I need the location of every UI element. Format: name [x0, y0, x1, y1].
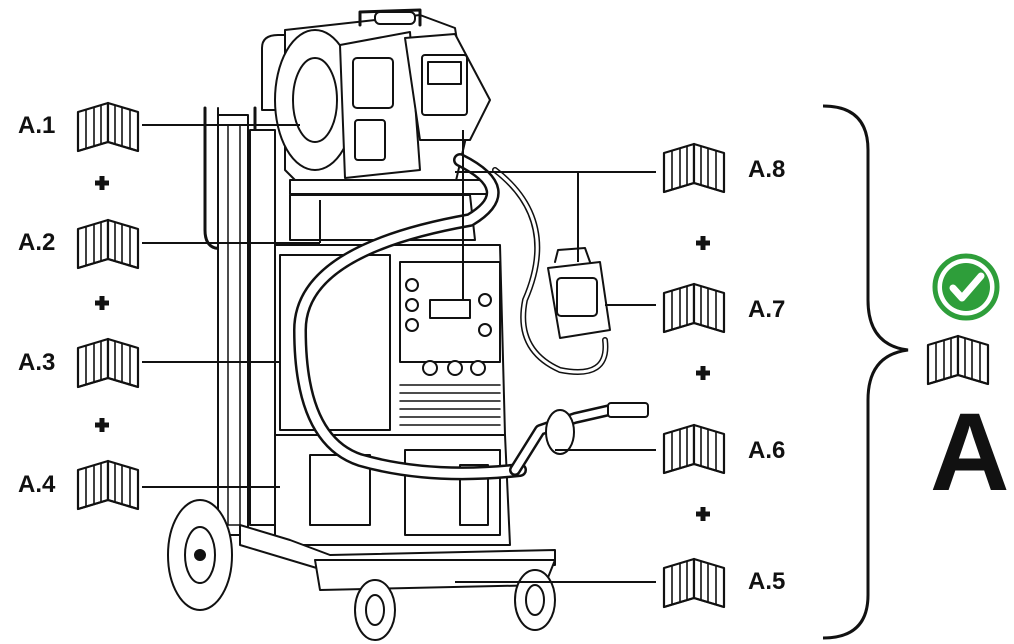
plus-icon [95, 176, 109, 190]
curly-brace [822, 104, 909, 640]
manual-book-icon [662, 557, 726, 609]
label-a1: A.1 [18, 112, 56, 139]
manual-book-icon [662, 142, 726, 194]
label-a2: A.2 [18, 229, 56, 256]
plus-icon [95, 296, 109, 310]
label-a5: A.5 [748, 568, 786, 595]
label-a6: A.6 [748, 437, 786, 464]
manual-book-icon [662, 282, 726, 334]
plus-icon [95, 418, 109, 432]
label-a3: A.3 [18, 349, 56, 376]
leader-lines [142, 124, 656, 583]
plus-icon [696, 236, 710, 250]
check-icon [932, 253, 1000, 321]
manual-book-icon [926, 334, 990, 386]
label-a7: A.7 [748, 296, 786, 323]
label-a4: A.4 [18, 471, 56, 498]
manual-book-icon [76, 101, 140, 153]
manual-book-icon [662, 423, 726, 475]
manual-book-icon [76, 337, 140, 389]
manual-book-icon [76, 218, 140, 270]
combined-manual-letter: A [930, 391, 1010, 514]
manual-book-icon [76, 459, 140, 511]
plus-icon [696, 507, 710, 521]
welding-machine-illustration [167, 8, 649, 641]
plus-icon [696, 366, 710, 380]
label-a8: A.8 [748, 156, 786, 183]
